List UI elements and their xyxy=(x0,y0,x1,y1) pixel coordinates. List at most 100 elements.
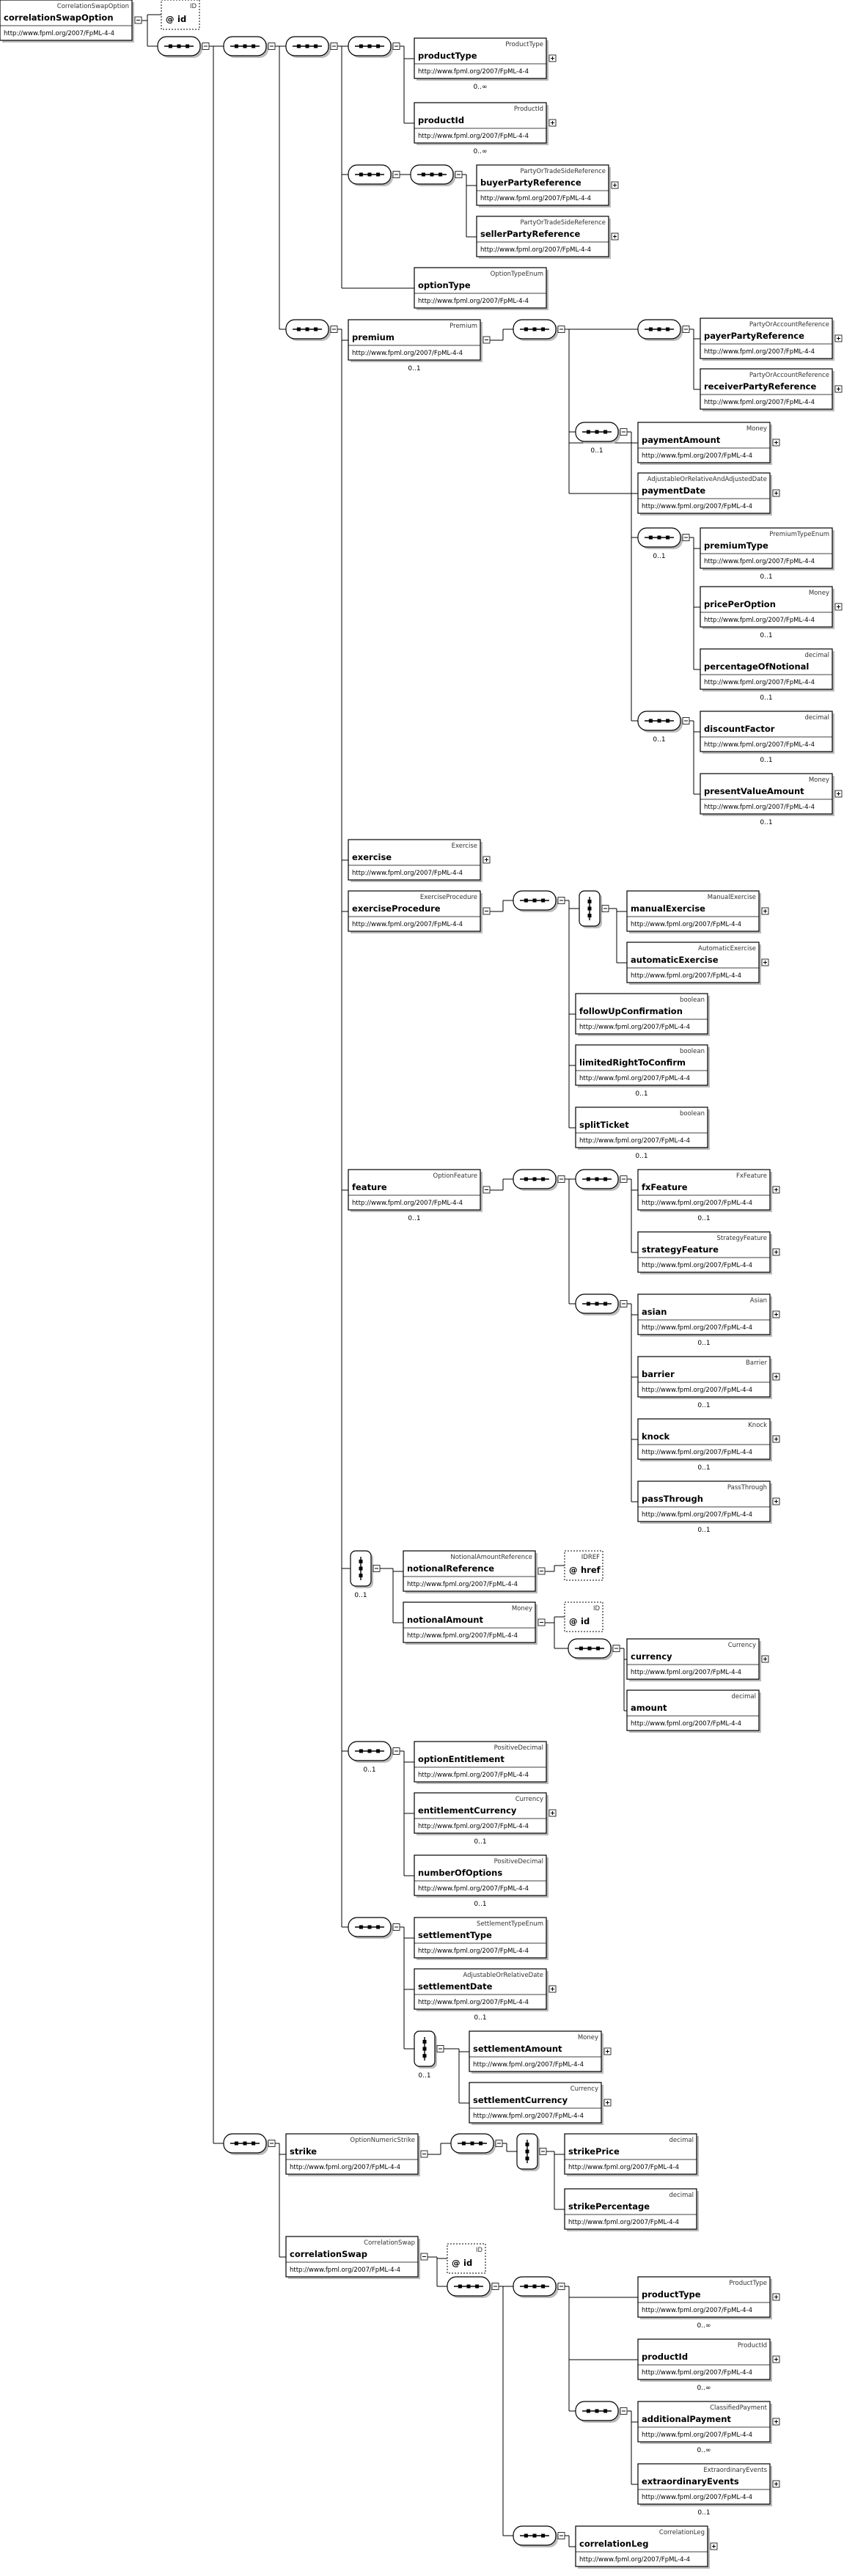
element-presentValueAmount[interactable]: MoneypresentValueAmounthttp://www.fpml.o… xyxy=(700,773,843,826)
element-strikePrice[interactable]: decimalstrikePricehttp://www.fpml.org/20… xyxy=(564,2133,699,2176)
element-sellerPartyReference[interactable]: PartyOrTradeSideReferencesellerPartyRefe… xyxy=(476,216,619,259)
element-payerPartyReference[interactable]: PartyOrAccountReferencepayerPartyReferen… xyxy=(700,318,843,361)
expand-icon[interactable] xyxy=(772,2418,780,2426)
collapse-icon[interactable] xyxy=(557,897,565,904)
element-pricePerOption[interactable]: MoneypricePerOptionhttp://www.fpml.org/2… xyxy=(700,586,843,639)
expand-icon[interactable] xyxy=(710,2542,718,2550)
expand-icon[interactable] xyxy=(834,385,843,393)
collapse-icon[interactable] xyxy=(612,1645,620,1652)
sequence-compositor[interactable] xyxy=(157,36,210,58)
element-asian[interactable]: Asianasianhttp://www.fpml.org/2007/FpML-… xyxy=(637,1293,780,1347)
sequence-compositor[interactable] xyxy=(513,319,565,341)
expand-icon[interactable] xyxy=(548,54,557,62)
element-splitTicket[interactable]: booleansplitTickethttp://www.fpml.org/20… xyxy=(575,1107,710,1160)
element-paymentAmount[interactable]: MoneypaymentAmounthttp://www.fpml.org/20… xyxy=(637,422,780,465)
sequence-compositor[interactable] xyxy=(513,890,565,912)
choice-compositor[interactable]: 0..1 xyxy=(414,2030,444,2080)
expand-icon[interactable] xyxy=(482,856,491,864)
collapse-icon[interactable] xyxy=(495,2140,503,2147)
expand-icon[interactable] xyxy=(761,958,769,966)
sequence-compositor[interactable] xyxy=(513,1169,565,1191)
collapse-icon[interactable] xyxy=(491,2283,499,2290)
sequence-compositor[interactable] xyxy=(223,2133,276,2155)
element-amount[interactable]: decimalamounthttp://www.fpml.org/2007/Fp… xyxy=(626,1689,761,1733)
sequence-compositor[interactable] xyxy=(575,1169,628,1191)
element-strike[interactable]: OptionNumericStrikestrikehttp://www.fpml… xyxy=(285,2133,428,2176)
collapse-icon[interactable] xyxy=(420,2253,428,2261)
choice-compositor[interactable]: 0..1 xyxy=(350,1550,381,1599)
element-feature[interactable]: OptionFeaturefeaturehttp://www.fpml.org/… xyxy=(348,1169,491,1222)
expand-icon[interactable] xyxy=(772,1497,780,1505)
element-settlementDate[interactable]: AdjustableOrRelativeDatesettlementDateht… xyxy=(414,1968,557,2022)
element-strategyFeature[interactable]: StrategyFeaturestrategyFeaturehttp://www… xyxy=(637,1231,780,1274)
expand-icon[interactable] xyxy=(772,1373,780,1381)
element-manualExercise[interactable]: ManualExercisemanualExercisehttp://www.f… xyxy=(626,890,769,933)
expand-icon[interactable] xyxy=(772,489,780,497)
sequence-compositor[interactable] xyxy=(575,1293,628,1315)
collapse-icon[interactable] xyxy=(373,1565,381,1572)
attribute-attr_root_id[interactable]: ID@id xyxy=(161,0,200,30)
attribute-attr_href[interactable]: IDREF@href xyxy=(564,1550,603,1581)
expand-icon[interactable] xyxy=(772,1186,780,1194)
element-exercise[interactable]: Exerciseexercisehttp://www.fpml.org/2007… xyxy=(348,839,491,882)
expand-icon[interactable] xyxy=(548,119,557,127)
expand-icon[interactable] xyxy=(834,603,843,611)
expand-icon[interactable] xyxy=(611,232,619,241)
collapse-icon[interactable] xyxy=(436,2045,444,2052)
choice-compositor[interactable] xyxy=(579,890,609,928)
element-productType1[interactable]: ProductTypeproductTypehttp://www.fpml.or… xyxy=(414,37,557,91)
element-knock[interactable]: Knockknockhttp://www.fpml.org/2007/FpML-… xyxy=(637,1418,780,1472)
expand-icon[interactable] xyxy=(772,438,780,447)
expand-icon[interactable] xyxy=(772,2293,780,2301)
attribute-attr_cswap_id[interactable]: ID@id xyxy=(447,2243,486,2274)
sequence-compositor[interactable] xyxy=(285,36,338,58)
element-followUpConfirmation[interactable]: booleanfollowUpConfirmationhttp://www.fp… xyxy=(575,993,710,1036)
element-entitlementCurrency[interactable]: CurrencyentitlementCurrencyhttp://www.fp… xyxy=(414,1792,557,1846)
element-receiverPartyReference[interactable]: PartyOrAccountReferencereceiverPartyRefe… xyxy=(700,368,843,411)
element-settlementCurrency[interactable]: CurrencysettlementCurrencyhttp://www.fpm… xyxy=(469,2082,612,2125)
choice-compositor[interactable] xyxy=(516,2133,547,2171)
element-settlementType[interactable]: SettlementTypeEnumsettlementTypehttp://w… xyxy=(414,1917,548,1960)
element-extraordinaryEvents[interactable]: ExtraordinaryEventsextraordinaryEventsht… xyxy=(637,2463,780,2517)
sequence-compositor[interactable]: 0..1 xyxy=(348,1741,400,1774)
element-barrier[interactable]: Barrierbarrierhttp://www.fpml.org/2007/F… xyxy=(637,1356,780,1409)
collapse-icon[interactable] xyxy=(420,2150,428,2158)
expand-icon[interactable] xyxy=(603,2099,612,2107)
sequence-compositor[interactable] xyxy=(348,164,400,186)
collapse-icon[interactable] xyxy=(537,1567,546,1575)
expand-icon[interactable] xyxy=(761,1655,769,1663)
element-root[interactable]: CorrelationSwapOptioncorrelationSwapOpti… xyxy=(0,0,142,43)
element-strikePercentage[interactable]: decimalstrikePercentagehttp://www.fpml.o… xyxy=(564,2188,699,2231)
sequence-compositor[interactable] xyxy=(348,36,400,58)
sequence-compositor[interactable] xyxy=(410,164,463,186)
element-limitedRightToConfirm[interactable]: booleanlimitedRightToConfirmhttp://www.f… xyxy=(575,1044,710,1098)
sequence-compositor[interactable] xyxy=(513,2276,565,2298)
sequence-compositor[interactable] xyxy=(450,2133,503,2155)
expand-icon[interactable] xyxy=(772,1435,780,1443)
element-paymentDate[interactable]: AdjustableOrRelativeAndAdjustedDatepayme… xyxy=(637,472,780,515)
element-exerciseProcedure[interactable]: ExerciseProcedureexerciseProcedurehttp:/… xyxy=(348,890,491,933)
collapse-icon[interactable] xyxy=(392,43,400,50)
collapse-icon[interactable] xyxy=(620,1175,628,1183)
collapse-icon[interactable] xyxy=(455,171,463,178)
element-additionalPayment[interactable]: ClassifiedPaymentadditionalPaymenthttp:/… xyxy=(637,2401,780,2454)
expand-icon[interactable] xyxy=(548,1985,557,1993)
expand-icon[interactable] xyxy=(761,907,769,915)
collapse-icon[interactable] xyxy=(539,2148,547,2155)
element-numberOfOptions[interactable]: PositiveDecimalnumberOfOptionshttp://www… xyxy=(414,1854,548,1908)
collapse-icon[interactable] xyxy=(134,16,142,24)
element-notionalAmount[interactable]: MoneynotionalAmounthttp://www.fpml.org/2… xyxy=(403,1601,546,1645)
expand-icon[interactable] xyxy=(772,2355,780,2363)
element-passThrough[interactable]: PassThroughpassThroughhttp://www.fpml.or… xyxy=(637,1480,780,1534)
expand-icon[interactable] xyxy=(834,790,843,798)
collapse-icon[interactable] xyxy=(482,1186,491,1194)
element-percentageOfNotional[interactable]: decimalpercentageOfNotionalhttp://www.fp… xyxy=(700,648,834,702)
sequence-compositor[interactable] xyxy=(285,319,338,341)
expand-icon[interactable] xyxy=(603,2047,612,2055)
sequence-compositor[interactable] xyxy=(447,2276,499,2298)
collapse-icon[interactable] xyxy=(392,1747,400,1755)
element-settlementAmount[interactable]: MoneysettlementAmounthttp://www.fpml.org… xyxy=(469,2030,612,2074)
attribute-attr_notional_id[interactable]: ID@id xyxy=(564,1601,603,1632)
expand-icon[interactable] xyxy=(772,2480,780,2488)
element-notionalReference[interactable]: NotionalAmountReferencenotionalReference… xyxy=(403,1550,546,1593)
